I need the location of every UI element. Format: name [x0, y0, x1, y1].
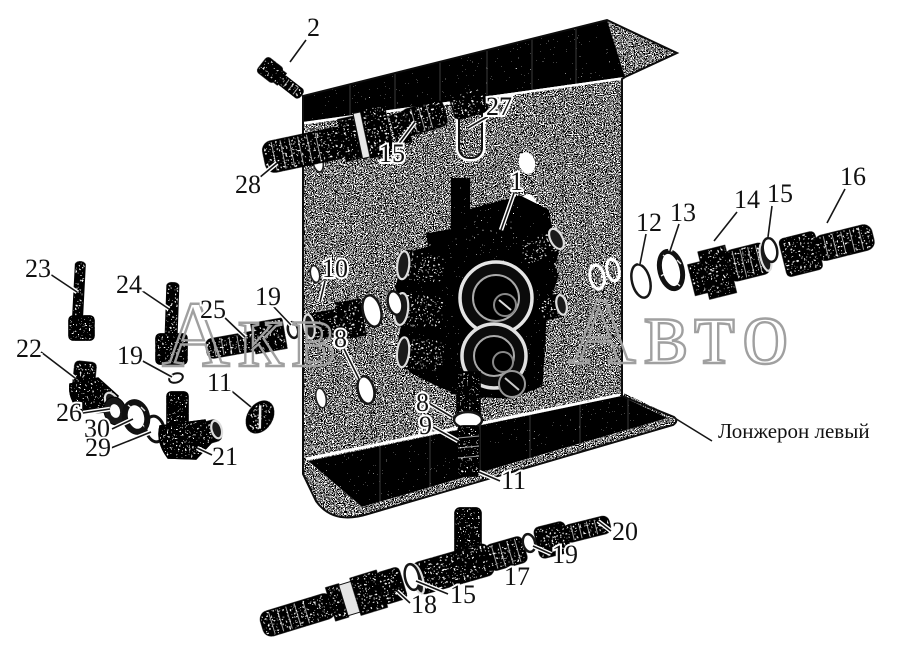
- callout-25-8: 25: [200, 295, 226, 324]
- callout-22-10: 22: [16, 334, 42, 363]
- ring-19-bottom: [521, 532, 537, 554]
- beam-top-flange-end: [607, 20, 677, 77]
- callout-21-15: 21: [212, 442, 238, 471]
- callout-16-25: 16: [840, 162, 866, 191]
- part-23-valve: [68, 261, 95, 341]
- leader-line-1-4: [500, 192, 515, 231]
- leader-line-27-3: [467, 116, 488, 129]
- watermark: Акв Авто: [161, 279, 797, 388]
- leader-line-19-9: [272, 305, 292, 326]
- part-10-fitting: [302, 298, 367, 340]
- callout-14-23: 14: [734, 185, 760, 214]
- nut-26: [103, 396, 127, 426]
- leader-line-8-17: [343, 348, 360, 380]
- callout-23-6: 23: [25, 254, 51, 283]
- callout-30-13: 30: [84, 414, 110, 443]
- callout-2-0: 2: [307, 13, 320, 42]
- beam-bottom-flange: [308, 396, 668, 507]
- callout-10-5: 10: [322, 254, 348, 283]
- watermark-right: Авто: [568, 280, 797, 384]
- leader-line-15-27: [415, 580, 449, 595]
- part-28-fitting: [262, 104, 395, 173]
- leader-line-18-28: [396, 590, 411, 604]
- leader-line-19-29: [532, 545, 552, 555]
- leader-line-29-14: [110, 431, 152, 449]
- leader-line-25-8: [221, 314, 246, 338]
- callout-9-19: 9: [419, 411, 432, 440]
- callout-15-24: 15: [767, 179, 793, 208]
- leader-line-24-7: [137, 287, 170, 310]
- part-2-bolt: [257, 57, 304, 99]
- leader-line-15-24: [767, 205, 773, 238]
- beam-label-group: Лонжерон левый: [672, 416, 870, 443]
- leader-line-10-5: [319, 280, 326, 303]
- ring-13: [656, 248, 686, 292]
- leader-line-30-13: [111, 418, 134, 430]
- callout-19-11: 19: [117, 341, 143, 370]
- leader-line-22-10: [40, 351, 76, 379]
- beam-top-flange: [303, 20, 677, 122]
- callout-28-1: 28: [235, 170, 261, 199]
- ring-seal-8: [356, 375, 376, 405]
- callout-19-9: 19: [255, 282, 281, 311]
- callout-13-22: 13: [670, 198, 696, 227]
- callout-1-4: 1: [510, 167, 523, 196]
- fitting-top-b: [449, 87, 489, 120]
- callout-17-26: 17: [504, 562, 530, 591]
- ring-15-bottom: [403, 562, 421, 592]
- leader-line-16-25: [826, 188, 846, 224]
- plug-11: [245, 400, 275, 434]
- callout-27-3: 27: [486, 92, 512, 121]
- beam-label: Лонжерон левый: [718, 419, 870, 443]
- ring-seal-a: [361, 294, 383, 328]
- callout-15-2: 15: [379, 139, 405, 168]
- leader-line-9-19: [432, 426, 459, 442]
- leader-line-11-16: [227, 387, 252, 408]
- callout-12-21: 12: [636, 208, 662, 237]
- coil-30: [121, 399, 151, 435]
- callout-24-7: 24: [116, 270, 142, 299]
- callout-20-30: 20: [612, 517, 638, 546]
- ring-12: [630, 263, 652, 299]
- callout-26-12: 26: [56, 398, 82, 427]
- callout-8-18: 8: [416, 388, 429, 417]
- part-14-fitting: [687, 242, 773, 300]
- watermark-left: Акв: [162, 283, 344, 387]
- leader-line-28-1: [258, 162, 278, 179]
- leader-line-12-21: [639, 233, 647, 265]
- leader-line-23-6: [46, 271, 78, 293]
- leader-line-19-11: [138, 358, 173, 378]
- beam-outline: [302, 18, 680, 519]
- leader-line-14-23: [713, 211, 738, 242]
- part-24-valve: [155, 282, 188, 365]
- leader-line-2-0: [289, 39, 307, 63]
- part-17-tee: [410, 507, 528, 595]
- part-16-fitting: [778, 224, 875, 277]
- callout-18-28: 18: [411, 590, 437, 619]
- leader-line-13-22: [669, 223, 680, 252]
- part-25-fitting: [205, 317, 288, 359]
- part-11-fitting: [452, 371, 484, 477]
- leader-line-8-18: [429, 403, 453, 418]
- part-18-fitting: [259, 567, 408, 637]
- leader-line-20-30: [597, 520, 612, 532]
- callout-11-20: 11: [501, 466, 526, 495]
- callout-19-29: 19: [552, 540, 578, 569]
- ring-15-right: [761, 236, 779, 264]
- leader-line-15-2: [394, 121, 416, 150]
- callout-15-27: 15: [450, 580, 476, 609]
- callout-8-17: 8: [334, 324, 347, 353]
- ring-seal-b: [386, 289, 404, 317]
- leader-line-21-15: [196, 447, 213, 456]
- callout-11-16: 11: [207, 368, 232, 397]
- leader-line-11-20: [478, 471, 501, 482]
- callout-29-14: 29: [85, 433, 111, 462]
- leader-line-26-12: [82, 408, 111, 414]
